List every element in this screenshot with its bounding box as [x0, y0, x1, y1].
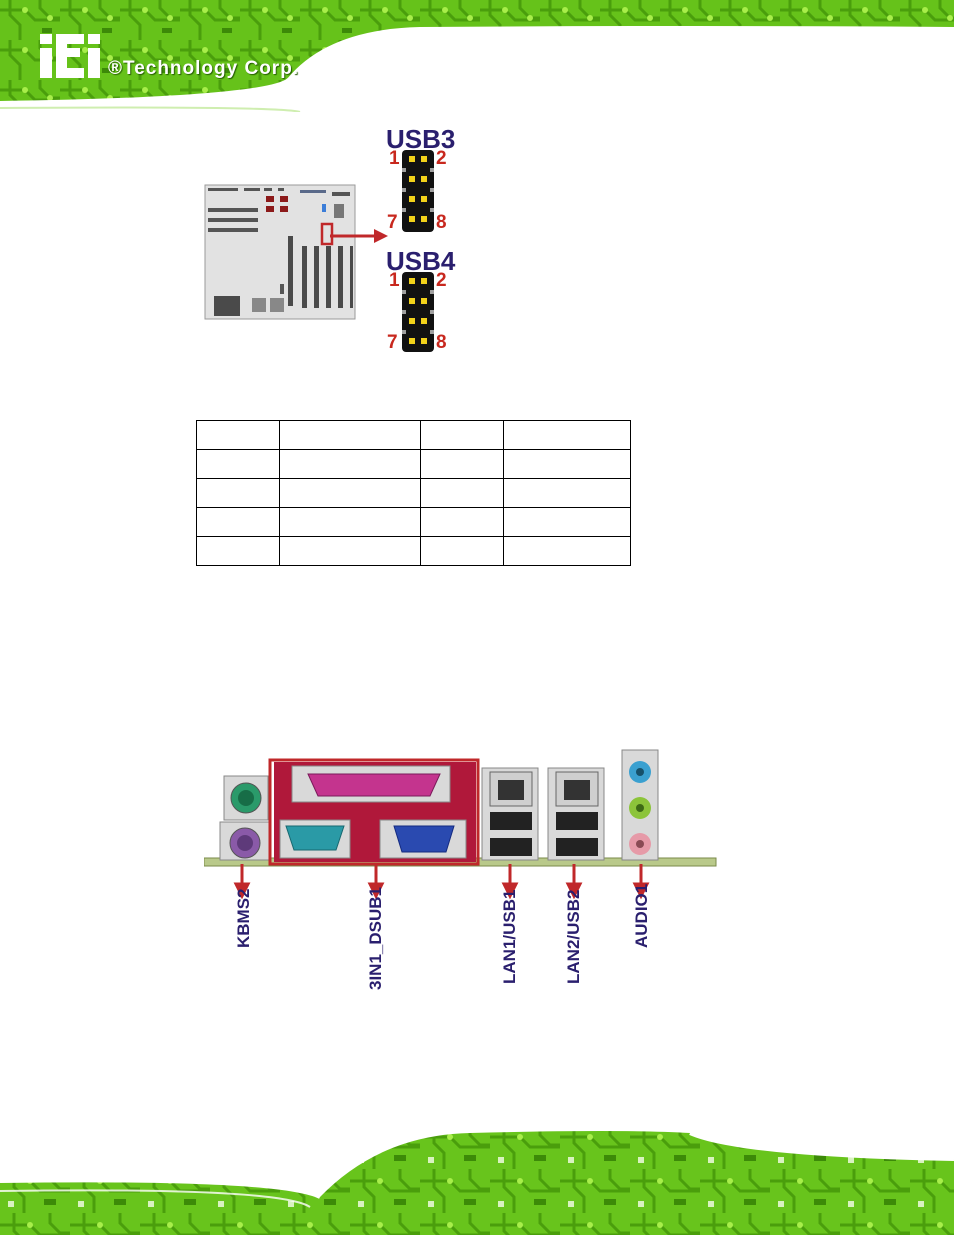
usb4-pin-header: [402, 272, 434, 352]
usb3-pin-2: 2: [436, 148, 447, 169]
usb4-pin-1: 1: [389, 270, 400, 291]
table-row: [196, 449, 631, 479]
usb4-pin-8: 8: [436, 332, 447, 353]
label-lan1-usb1: LAN1/USB1: [500, 889, 519, 984]
usb3-pin-1: 1: [389, 148, 400, 169]
label-lan2-usb2: LAN2/USB2: [564, 889, 583, 984]
iei-logo: [40, 34, 100, 78]
pointer-arrow: [330, 229, 388, 243]
table-row: [196, 536, 631, 566]
usb3-pin-7: 7: [387, 212, 398, 233]
usb4-title: USB4: [386, 246, 456, 276]
table-row: [196, 420, 631, 450]
table-row: [196, 478, 631, 508]
table-row: [196, 507, 631, 537]
usb3-title: USB3: [386, 124, 456, 154]
header-banner: [0, 0, 954, 112]
motherboard-diagram: [204, 184, 356, 320]
footer-banner: [0, 1125, 954, 1235]
usb3-pin-header: [402, 150, 434, 232]
pinout-table: [196, 420, 631, 566]
usb4-pin-2: 2: [436, 270, 447, 291]
label-kbms2: KBMS2: [234, 888, 253, 948]
label-audio1: AUDIO1: [632, 883, 651, 948]
usb4-pin-7: 7: [387, 332, 398, 353]
rear-panel-diagram: [204, 749, 717, 867]
label-3in1-dsub1: 3IN1_DSUB1: [366, 887, 385, 990]
rear-panel-arrows: [233, 864, 650, 900]
company-name: ®Technology Corp.: [108, 58, 300, 79]
usb3-pin-8: 8: [436, 212, 447, 233]
